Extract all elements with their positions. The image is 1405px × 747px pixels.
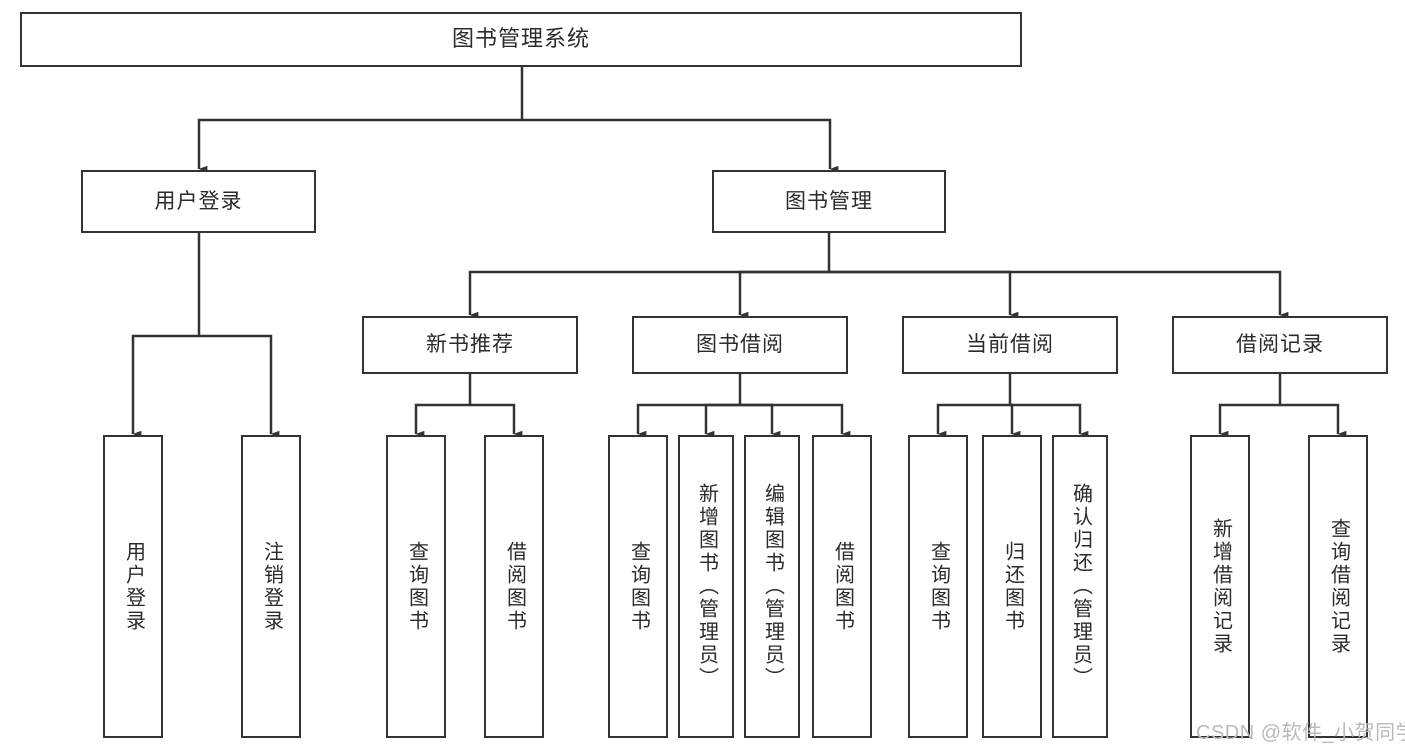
node-label: 借阅记录 <box>1236 333 1324 357</box>
node-box-level2-0[interactable]: 用户登录 <box>81 170 316 233</box>
connector-link-0 <box>197 118 522 173</box>
node-label: 归还图书 <box>1001 540 1024 633</box>
node-box-leaf-11[interactable]: 新增借阅记录 <box>1190 435 1250 738</box>
node-box-level3-2[interactable]: 当前借阅 <box>902 316 1118 374</box>
node-label: 新增借阅记录 <box>1209 517 1232 656</box>
node-box-leaf-5[interactable]: 新增图书（管理员） <box>678 435 734 738</box>
node-box-leaf-10[interactable]: 确认归还（管理员） <box>1052 435 1108 738</box>
connector-link-15 <box>1010 403 1021 438</box>
node-box-level3-0[interactable]: 新书推荐 <box>362 316 578 374</box>
node-box-leaf-4[interactable]: 查询图书 <box>608 435 668 738</box>
connector-link-2 <box>131 334 199 438</box>
node-box-level3-1[interactable]: 图书借阅 <box>632 316 848 374</box>
node-label: 图书管理 <box>785 189 873 213</box>
node-box-root[interactable]: 图书管理系统 <box>20 12 1022 67</box>
connector-link-5 <box>738 270 829 319</box>
node-label: 借阅图书 <box>503 540 526 633</box>
connector-link-16 <box>1010 403 1089 438</box>
connector-link-1 <box>522 118 839 173</box>
node-label: 编辑图书（管理员） <box>761 483 784 690</box>
node-box-level3-3[interactable]: 借阅记录 <box>1172 316 1388 374</box>
node-label: 新书推荐 <box>426 333 514 357</box>
node-box-leaf-2[interactable]: 查询图书 <box>386 435 446 738</box>
connector-link-4 <box>468 270 829 319</box>
connector-link-11 <box>704 403 740 438</box>
node-box-leaf-9[interactable]: 归还图书 <box>982 435 1042 738</box>
connector-link-7 <box>829 270 1289 319</box>
node-label: 查询图书 <box>627 540 650 633</box>
connector-link-6 <box>829 270 1019 319</box>
node-box-level2-1[interactable]: 图书管理 <box>712 170 946 233</box>
node-label: 图书管理系统 <box>451 26 590 52</box>
node-label: 查询图书 <box>927 540 950 633</box>
node-box-leaf-1[interactable]: 注销登录 <box>241 435 301 738</box>
connector-link-18 <box>1280 403 1347 438</box>
node-box-leaf-8[interactable]: 查询图书 <box>908 435 968 738</box>
connector-link-9 <box>470 403 523 438</box>
csdn-watermark: CSDN @软件_小贺同学 <box>1196 722 1405 744</box>
node-box-leaf-7[interactable]: 借阅图书 <box>812 435 872 738</box>
node-label: 确认归还（管理员） <box>1069 483 1092 690</box>
node-label: 注销登录 <box>260 540 283 633</box>
node-box-leaf-0[interactable]: 用户登录 <box>103 435 163 738</box>
node-box-leaf-3[interactable]: 借阅图书 <box>484 435 544 738</box>
node-label: 用户登录 <box>154 189 243 213</box>
connector-link-12 <box>740 403 781 438</box>
node-label: 当前借阅 <box>966 333 1054 357</box>
connector-group <box>131 67 1347 438</box>
connector-link-17 <box>1218 403 1280 438</box>
connector-link-8 <box>414 403 470 438</box>
node-box-leaf-6[interactable]: 编辑图书（管理员） <box>744 435 800 738</box>
connector-link-10 <box>636 403 740 438</box>
node-label: 图书借阅 <box>696 333 784 357</box>
node-box-leaf-12[interactable]: 查询借阅记录 <box>1308 435 1368 738</box>
node-label: 用户登录 <box>122 540 145 633</box>
node-label: 查询图书 <box>405 540 428 633</box>
node-label: 查询借阅记录 <box>1327 517 1350 656</box>
connector-link-13 <box>740 403 851 438</box>
node-label: 新增图书（管理员） <box>695 483 718 690</box>
node-label: 借阅图书 <box>831 540 854 633</box>
connector-link-14 <box>936 403 1010 438</box>
connector-link-3 <box>199 334 280 438</box>
